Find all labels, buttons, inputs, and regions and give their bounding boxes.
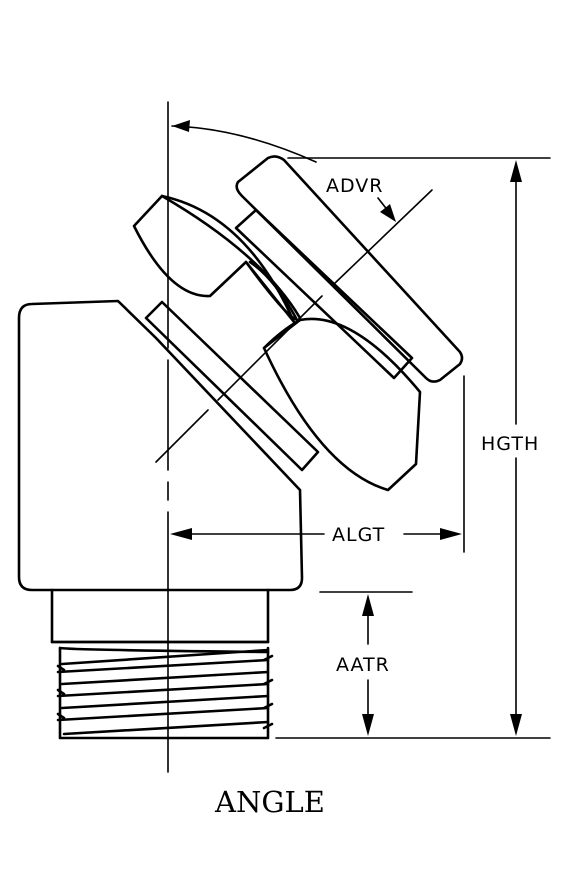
hex-nut-upper-lobe-outline: [160, 194, 296, 324]
hgth-arrow-top: [510, 160, 522, 182]
head-centerline: [155, 189, 433, 463]
upper-collar: [234, 208, 414, 380]
angle-arc: [171, 125, 317, 163]
advr-label: ADVR: [326, 175, 384, 197]
lower-collar: [144, 300, 320, 472]
top-cap: [235, 155, 464, 383]
hex-nut-upper-lobe: [132, 194, 302, 321]
algt-label: ALGT: [332, 524, 385, 546]
diagram-caption: ANGLE: [214, 785, 325, 819]
hex-nut-lower-lobe: [262, 317, 422, 492]
elbow-body: [17, 299, 304, 592]
advr-arrowhead: [380, 204, 396, 222]
hgth-label: HGTH: [481, 433, 539, 455]
thread-section: [56, 646, 274, 740]
angle-arc-arrowhead: [172, 120, 190, 132]
algt-arrow-left: [170, 528, 192, 540]
shank: [50, 588, 270, 644]
aatr-label: AATR: [336, 654, 390, 676]
aatr-arrow-top: [362, 594, 374, 616]
angled-head: [132, 155, 464, 492]
algt-arrow-right: [440, 528, 462, 540]
hgth-arrow-bottom: [510, 714, 522, 736]
aatr-arrow-bottom: [362, 714, 374, 736]
